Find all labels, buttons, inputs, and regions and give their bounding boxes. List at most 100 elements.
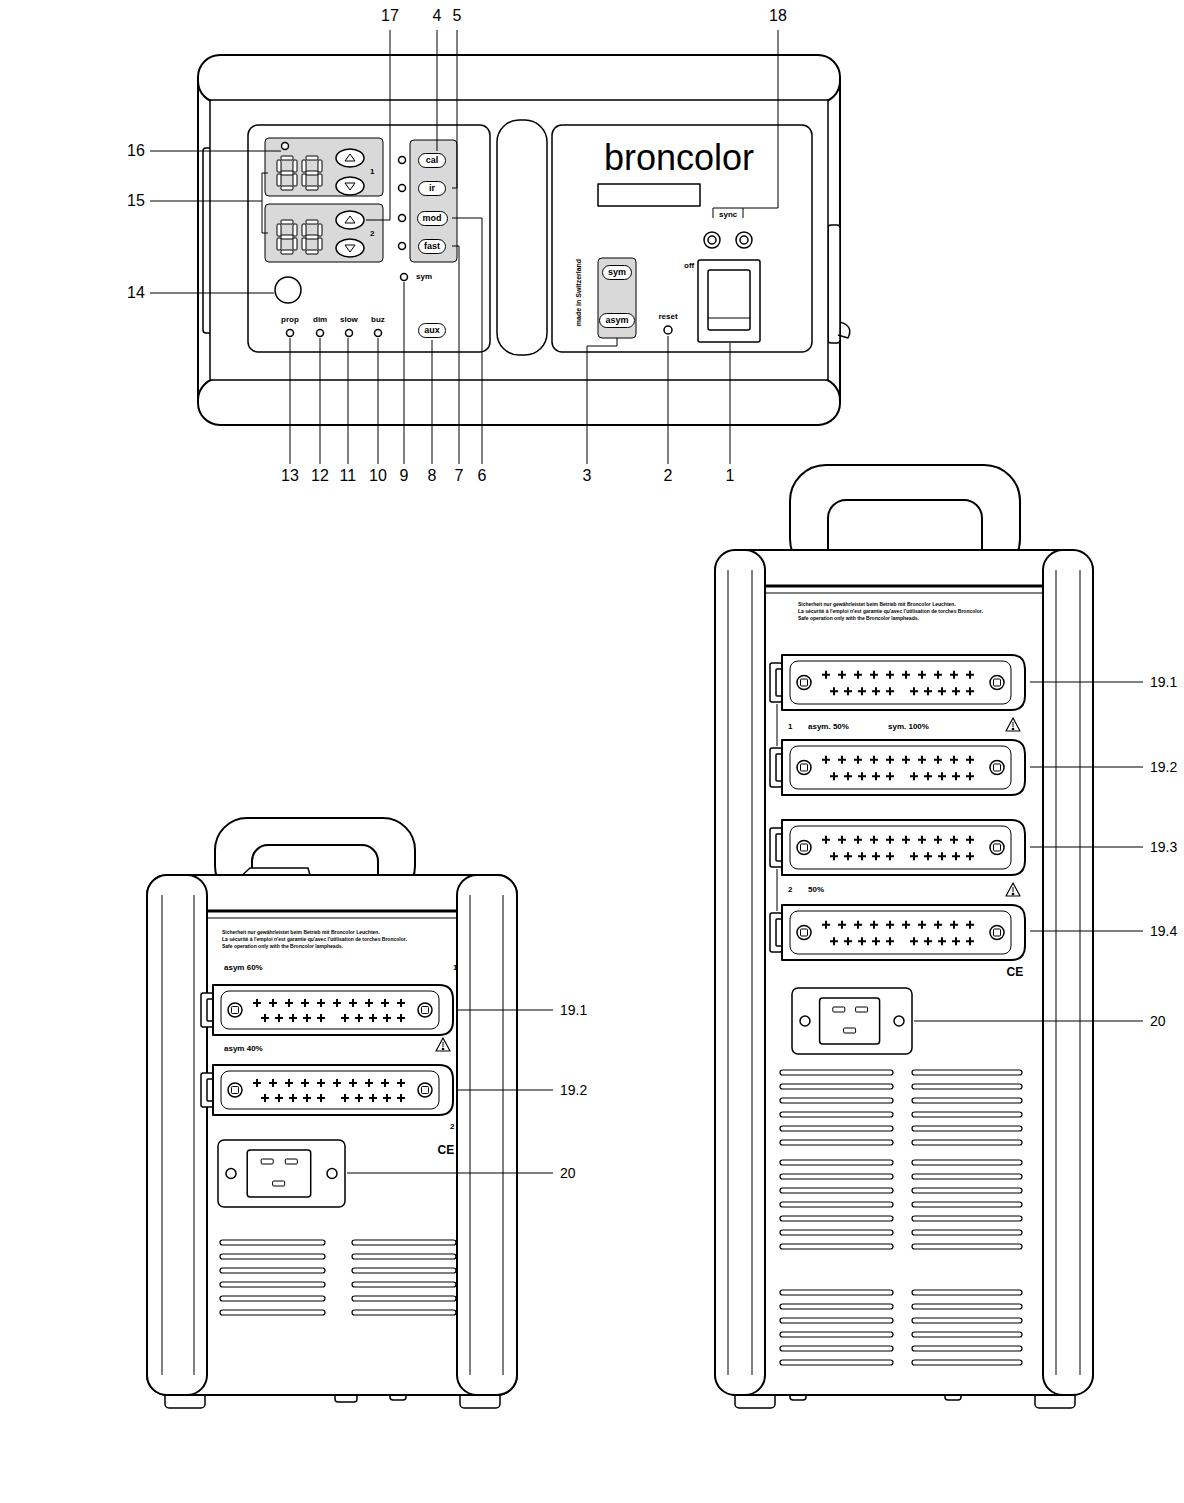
socket-pin [924,937,932,945]
socket-pin [333,1079,341,1087]
vent-slot [912,1346,1022,1351]
arrow-symbol [345,154,355,161]
socket-pin [924,772,932,780]
vent-slot [780,1160,893,1165]
socket-pin [858,852,866,860]
socket-pin [934,921,942,929]
vent-slot [912,1174,1022,1179]
socket-pin [365,1079,373,1087]
brand-logo: broncolor [604,140,754,176]
indicator-led [399,215,406,222]
side-rail [147,875,207,1395]
display-segment [318,174,322,186]
label-plate [598,184,700,206]
leader-line [290,338,291,464]
socket-screw [801,844,808,851]
socket-pin [838,756,846,764]
leader-line [432,340,433,464]
socket-pin [934,836,942,844]
rail-edge [470,895,471,1375]
socket-pin [261,1014,269,1022]
vent-slot [912,1318,1022,1323]
callout-number: 19.3 [1150,840,1177,854]
strap-loop [838,322,850,338]
warning-text: Sicherheit nur gewährleistet beim Betrie… [798,602,956,607]
socket-text: asym 40% [224,1045,263,1053]
power-inlet [792,988,912,1054]
vent-slot [352,1296,456,1301]
socket-pin [253,999,261,1007]
display-segment [281,250,293,254]
leader-line [743,30,778,208]
display-segment [306,220,318,224]
socket-pin [918,836,926,844]
callout-number: 15 [127,193,145,209]
vent-slot [352,1282,456,1287]
control-button: sym [602,265,632,280]
leader-line [347,1173,553,1174]
bracket [262,173,268,233]
indicator-led [399,157,406,164]
socket-pin [261,1094,269,1102]
indicator-led [317,330,324,337]
callout-number: 8 [428,468,437,484]
socket-pin [952,852,960,860]
socket-pin [275,1014,283,1022]
socket-pin [918,756,926,764]
socket-pin [872,772,880,780]
socket-pin [317,1094,325,1102]
display-segment [277,160,281,172]
callout-number: 9 [400,468,409,484]
warning-symbol [1013,722,1014,727]
panel-text: sym [416,273,432,281]
top-band [765,593,1043,594]
ce-mark: CE [438,1144,455,1156]
vent-slot [912,1126,1022,1131]
vent-slot [220,1254,325,1259]
indicator-led [375,330,382,337]
socket-pin [872,687,880,695]
display-segment [281,156,293,160]
socket-pin [966,836,974,844]
panel-text: prop [281,316,299,324]
vent-slot [780,1332,893,1337]
socket-pin [966,852,974,860]
socket-pin [918,671,926,679]
socket-pin [872,937,880,945]
socket-pin [872,852,880,860]
vent-slot [780,1318,893,1323]
display-segment [293,174,297,186]
display-segment [306,186,318,190]
socket-pin [950,671,958,679]
warning-text: Safe operation only with the Broncolor l… [798,616,919,621]
top-band [207,918,457,919]
socket-face [790,826,1011,869]
callout-number: 19.1 [1150,675,1177,689]
socket-pin [844,772,852,780]
socket-pin [886,937,894,945]
connector-latch [770,828,782,867]
panel-text: off [684,262,694,270]
socket-pin [275,1094,283,1102]
connector-latch [770,748,782,787]
socket-pin [854,836,862,844]
socket-pin [289,1094,297,1102]
socket-screw [990,926,1004,940]
callout-number: 14 [127,285,145,301]
socket-pin [854,921,862,929]
sync-socket [708,236,716,244]
socket-pin [397,1014,405,1022]
warning-text: Sicherheit nur gewährleistet beim Betrie… [222,930,380,935]
inlet-screw [894,1016,904,1026]
socket-pin [301,999,309,1007]
socket-pin [822,836,830,844]
socket-pin [854,671,862,679]
socket-pin [918,921,926,929]
socket-text: asym 60% [224,964,263,972]
display-segment [302,238,306,250]
socket-screw [990,841,1004,855]
socket-pin [303,1094,311,1102]
socket-pin [289,1014,297,1022]
button-text: mod [423,214,442,223]
control-panel [552,125,812,352]
